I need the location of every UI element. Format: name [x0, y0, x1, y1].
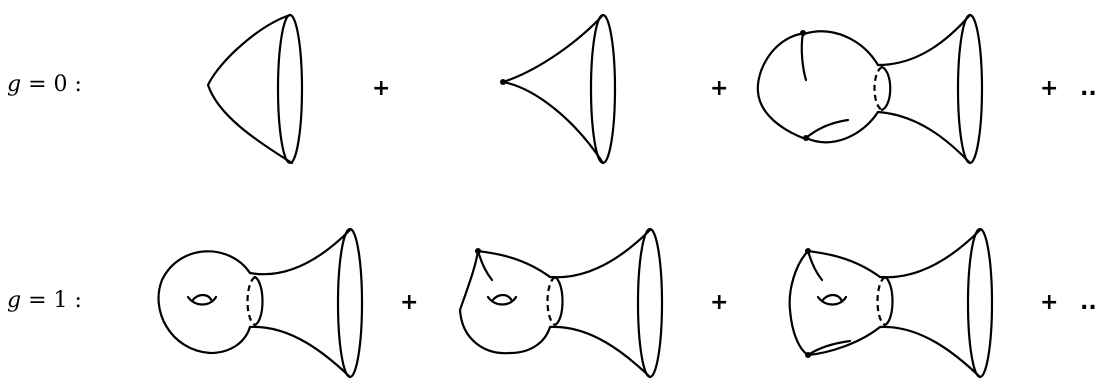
- surface-two-cusp-bulb: [748, 10, 998, 170]
- plus-sign: +: [372, 78, 390, 100]
- genus-variable: g: [7, 288, 21, 313]
- genus-variable: g: [7, 72, 21, 97]
- genus-value: = 1 :: [21, 288, 82, 313]
- plus-sign: +: [1040, 78, 1058, 100]
- surface-cone: [495, 10, 625, 170]
- surface-disk: [200, 10, 310, 170]
- surface-torus-bulb-two-cusps: [780, 225, 1010, 381]
- surface-torus-bulb: [150, 225, 380, 381]
- ellipsis: ..: [1080, 78, 1097, 100]
- plus-sign: +: [1040, 292, 1058, 314]
- plus-sign: +: [710, 78, 728, 100]
- surface-torus-bulb-one-cusp: [450, 225, 680, 381]
- row-label-genus-0: g = 0 :: [7, 72, 82, 97]
- ellipsis: ..: [1080, 292, 1097, 314]
- plus-sign: +: [710, 292, 728, 314]
- row-label-genus-1: g = 1 :: [7, 288, 82, 313]
- plus-sign: +: [400, 292, 418, 314]
- genus-value: = 0 :: [21, 72, 82, 97]
